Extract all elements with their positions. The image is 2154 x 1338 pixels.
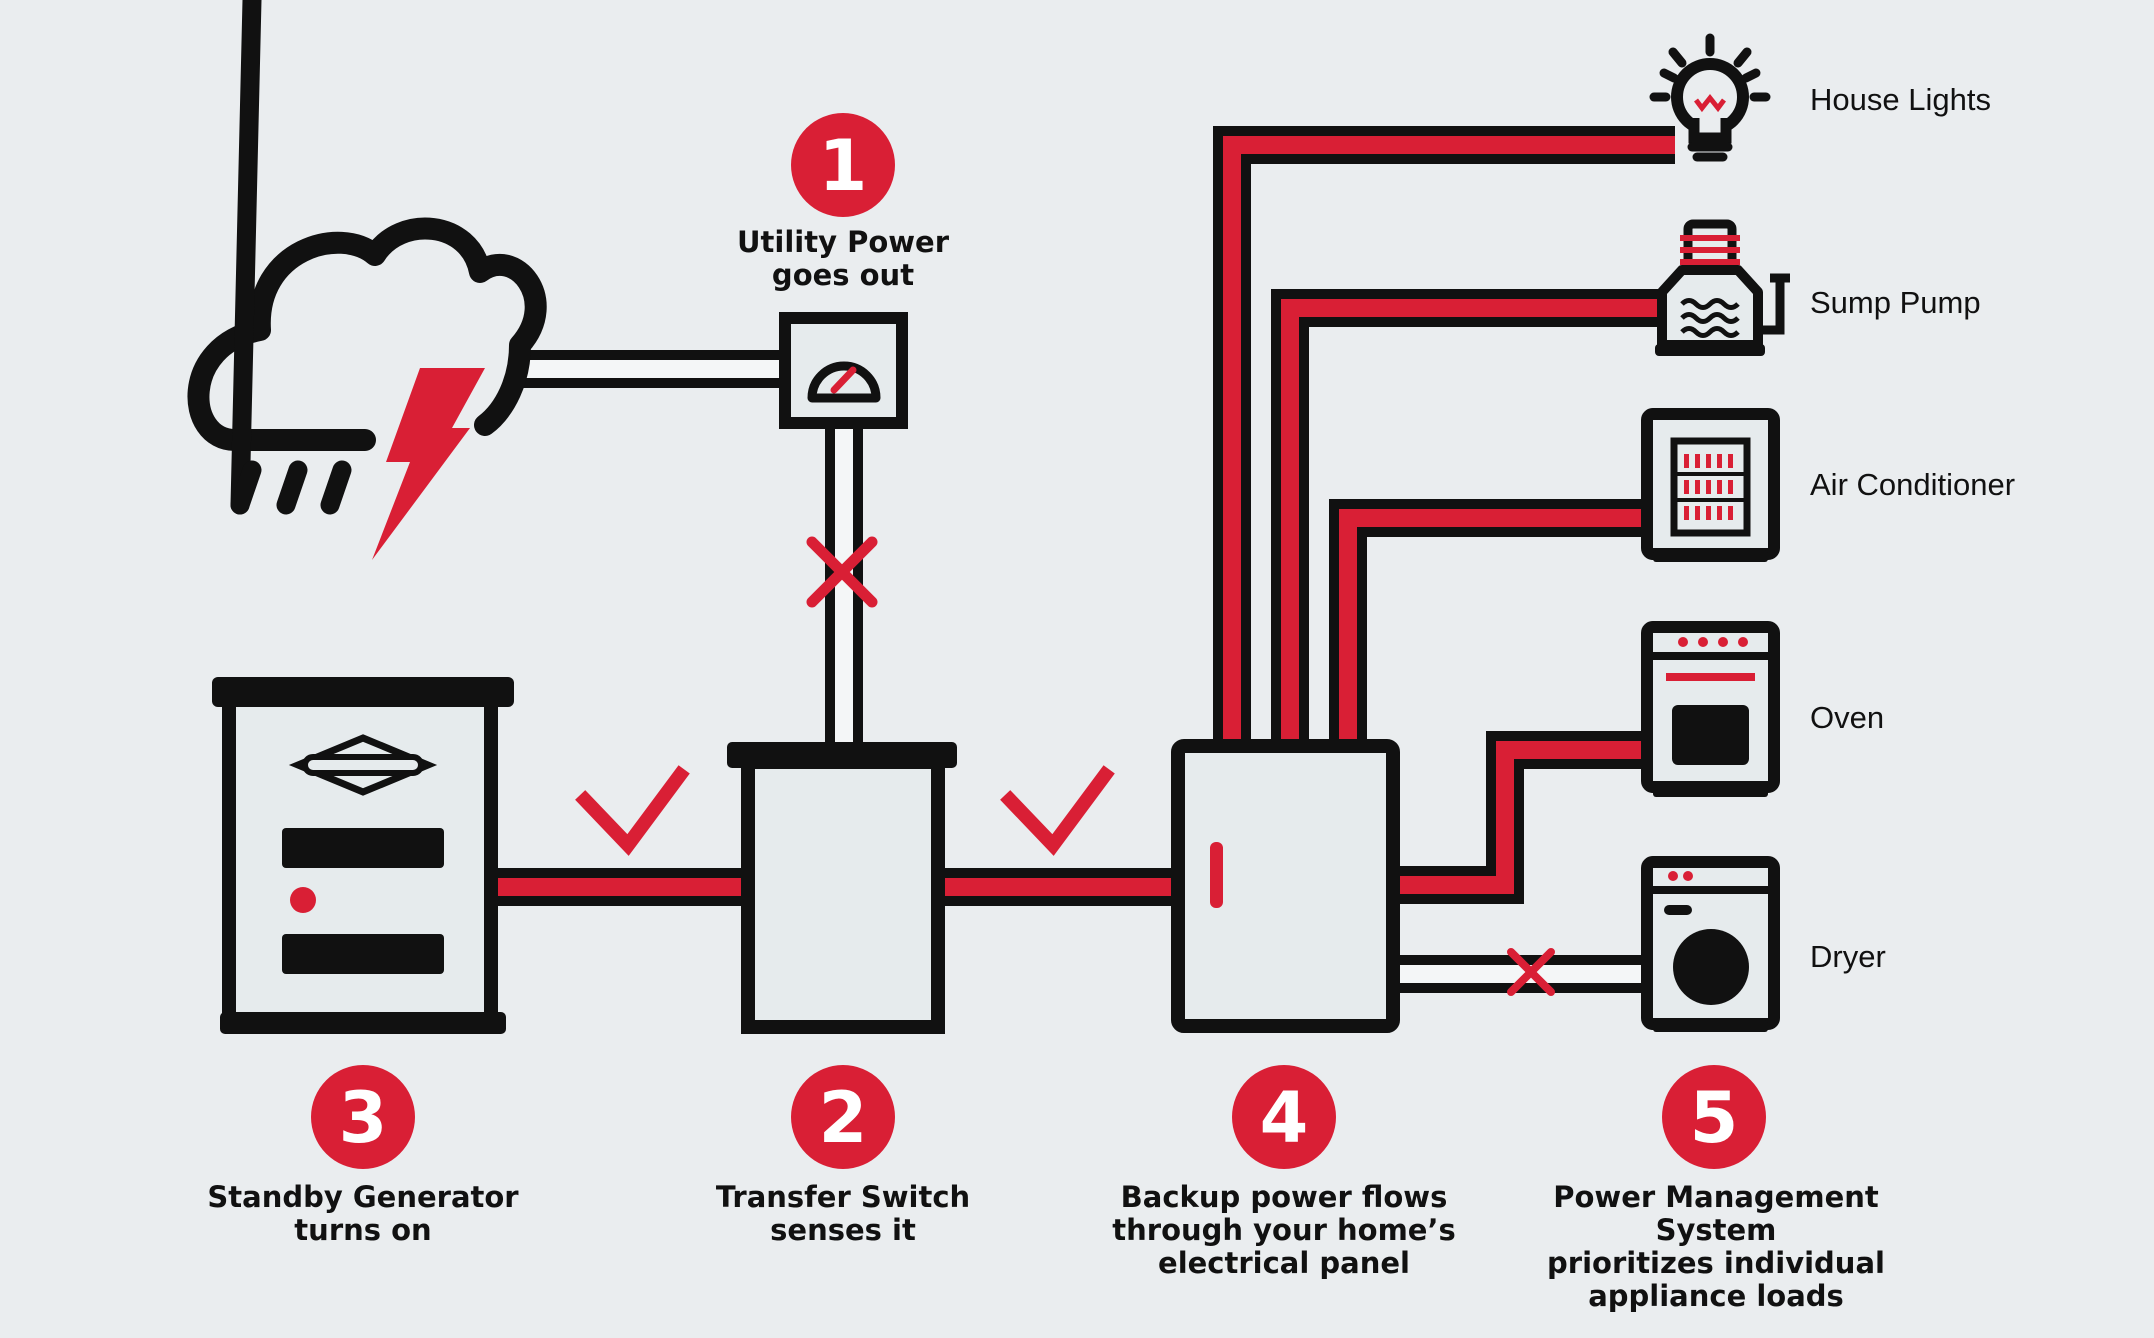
brand-logo-icon (288, 734, 438, 796)
switch-to-panel-line (940, 868, 1172, 906)
feed-air-conditioner (1329, 499, 1645, 755)
lightning-bolt-icon (372, 368, 485, 560)
dryer-cut-x-icon (1507, 948, 1555, 996)
svg-text:5: 5 (1690, 1077, 1739, 1159)
sump-pump-icon (1655, 219, 1790, 356)
svg-text:1: 1 (819, 125, 868, 207)
generator-check-icon (575, 765, 690, 856)
step-1-caption: Utility Power goes out (736, 225, 950, 292)
oven-icon (1641, 621, 1780, 797)
step-badge-4: 4 (1232, 1065, 1336, 1169)
step-5-caption: Power Management System prioritizes indi… (1547, 1180, 1885, 1313)
air-conditioner-icon (1641, 408, 1780, 562)
transfer-switch-icon (727, 742, 957, 1034)
standby-generator-icon (212, 677, 514, 1034)
light-bulb-icon (1649, 33, 1771, 162)
appliance-label-air-conditioner: Air Conditioner (1810, 467, 2016, 502)
step-2-caption: Transfer Switch senses it (715, 1180, 971, 1247)
appliance-label-dryer: Dryer (1810, 939, 1886, 974)
electrical-panel-icon (1171, 739, 1400, 1033)
appliance-label-oven: Oven (1810, 700, 1885, 735)
feed-house-lights (1213, 126, 1675, 755)
step-badge-5: 5 (1662, 1065, 1766, 1169)
storm-cloud-icon (187, 0, 547, 560)
svg-text:4: 4 (1260, 1077, 1309, 1159)
utility-line (515, 350, 785, 388)
step-3-caption: Standby Generator turns on (207, 1180, 519, 1247)
step-badge-2: 2 (791, 1065, 895, 1169)
dryer-icon (1641, 856, 1780, 1032)
svg-text:3: 3 (339, 1077, 388, 1159)
feed-sump-pump (1271, 289, 1665, 755)
switch-check-icon (1000, 765, 1115, 856)
appliance-label-house-lights: House Lights (1810, 82, 1991, 117)
step-badge-3: 3 (311, 1065, 415, 1169)
utility-meter-icon (779, 312, 908, 429)
utility-cut-x-icon (806, 536, 878, 608)
svg-text:2: 2 (819, 1077, 868, 1159)
appliance-label-sump-pump: Sump Pump (1810, 285, 1981, 320)
generator-to-switch-line (495, 868, 745, 906)
step-4-caption: Backup power flows through your home’s e… (1112, 1180, 1456, 1280)
feed-oven (1395, 731, 1645, 904)
step-badge-1: 1 (791, 113, 895, 217)
